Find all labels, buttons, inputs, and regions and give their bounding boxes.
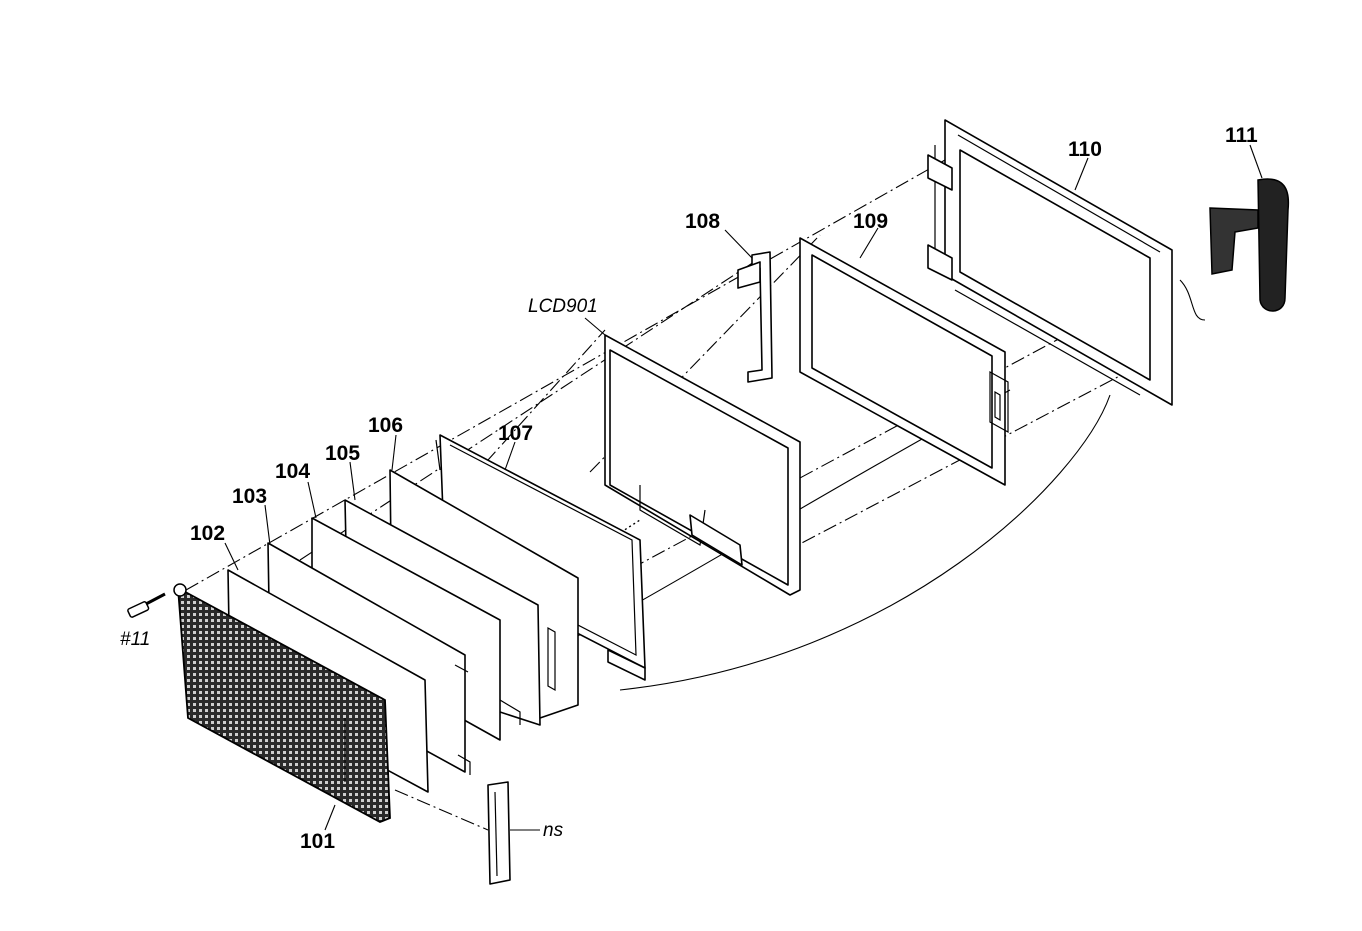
label-106: 106: [368, 414, 403, 437]
label-109: 109: [853, 210, 888, 233]
label-screw-11: #11: [120, 629, 150, 650]
label-lcd901: LCD901: [528, 296, 598, 317]
part-screw-11: [127, 592, 166, 618]
part-111-connector-cable: [1209, 178, 1290, 312]
label-108: 108: [685, 210, 720, 233]
part-lcd901-panel: [604, 334, 801, 596]
callout-leaders: [224, 144, 1263, 831]
part-108-bracket: [737, 251, 773, 383]
label-110: 110: [1068, 138, 1102, 161]
label-111: 111: [1225, 124, 1258, 147]
callout-labels: 101 102 103 104 105 106 107 108 109 110 …: [120, 124, 1258, 853]
part-109-frame: [799, 237, 1009, 486]
label-105: 105: [325, 442, 360, 465]
label-104: 104: [275, 460, 310, 483]
label-107: 107: [498, 422, 533, 445]
label-101: 101: [300, 830, 335, 853]
part-101-mesh-shield: [173, 583, 391, 823]
part-110-rear-cabinet: [927, 119, 1173, 406]
label-103: 103: [232, 485, 267, 508]
part-ns-spacer: [487, 781, 540, 885]
label-102: 102: [190, 522, 225, 545]
label-ns: ns: [543, 820, 564, 841]
